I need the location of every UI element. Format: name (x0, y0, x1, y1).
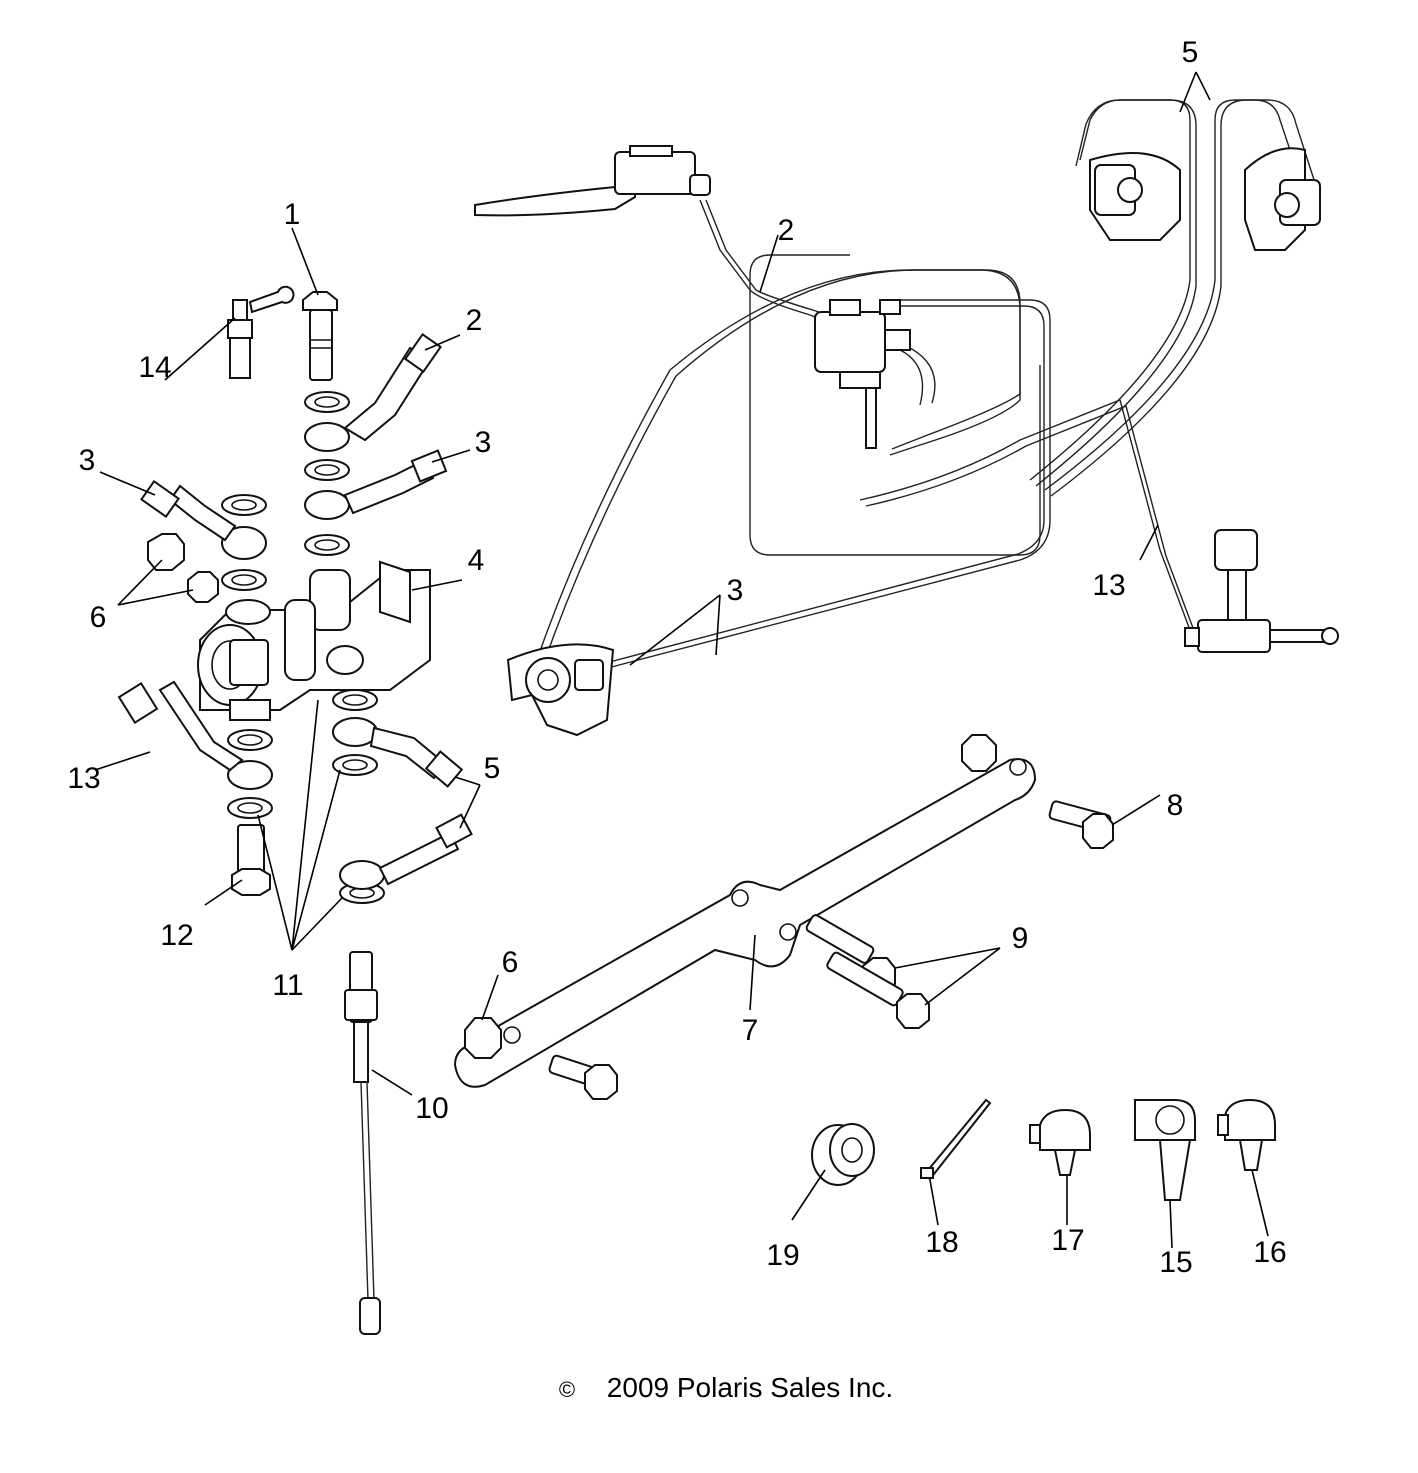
callout-16: 16 (1253, 1236, 1286, 1269)
callout-13-routing: 13 (1092, 569, 1125, 602)
clip-part-15 (1134, 1099, 1196, 1201)
callout-11: 11 (272, 969, 303, 1002)
banjo-fitting-3-right (304, 449, 448, 520)
crush-washers (221, 391, 385, 904)
brake-hose-part-10 (344, 951, 381, 1335)
callout-10: 10 (415, 1092, 448, 1125)
banjo-fitting-5-upper (332, 717, 464, 788)
banjo-fitting-2 (304, 333, 443, 452)
bolts-part-9 (805, 914, 930, 1029)
callout-19: 19 (766, 1239, 799, 1272)
banjo-fitting-3-left (140, 479, 267, 560)
master-cylinder-handlebar (474, 145, 711, 217)
callout-7: 7 (742, 1014, 759, 1047)
caliper-rear-left (1089, 151, 1181, 241)
caliper-front-left (506, 643, 615, 737)
callout-3-left: 3 (79, 444, 96, 477)
banjo-fitting-13-left (117, 680, 273, 790)
nut-top-bracket (961, 734, 997, 772)
nuts-part-6 (147, 533, 219, 603)
callout-17: 17 (1051, 1224, 1084, 1257)
proportioning-valve-center (814, 299, 911, 449)
brake-lines-routing (529, 99, 1317, 687)
callout-3-routing: 3 (727, 574, 744, 607)
banjo-bolt-part-12 (231, 824, 271, 896)
callout-5-routing: 5 (1182, 36, 1199, 69)
leader-lines (94, 71, 1269, 1249)
callout-15: 15 (1159, 1246, 1192, 1279)
caliper-rear-right (1244, 147, 1321, 251)
clip-part-17 (1029, 1108, 1091, 1176)
bolt-bracket-lower (548, 1054, 618, 1100)
callout-6: 6 (90, 601, 107, 634)
copyright-line: © 2009 Polaris Sales Inc. (559, 1372, 893, 1403)
distribution-block-part-4 (197, 560, 431, 721)
clip-part-16 (1217, 1098, 1276, 1171)
callout-8: 8 (1167, 789, 1184, 822)
callout-2-routing: 2 (778, 214, 795, 247)
copyright-text: 2009 Polaris Sales Inc. (607, 1372, 893, 1403)
callout-13: 13 (67, 762, 100, 795)
banjo-bolt-part-1 (302, 291, 338, 381)
copyright-symbol: © (559, 1377, 575, 1402)
callout-1: 1 (284, 198, 301, 231)
bolt-part-8 (1048, 800, 1114, 849)
callout-9: 9 (1012, 922, 1029, 955)
callout-12: 12 (160, 919, 193, 952)
callout-3-right: 3 (475, 426, 492, 459)
banjo-fitting-5-lower (339, 813, 473, 890)
callout-6-bracket: 6 (502, 946, 519, 979)
cable-tie-part-18 (920, 1098, 992, 1181)
master-cylinder-foot (1184, 529, 1339, 653)
callout-labels: 1 2 2 3 3 3 4 5 5 6 6 7 8 9 10 11 12 13 … (67, 36, 1286, 1279)
bracket-part-7 (453, 758, 1037, 1088)
callout-2: 2 (466, 304, 483, 337)
nut-part-6-bracket (464, 1017, 502, 1059)
callout-18: 18 (925, 1226, 958, 1259)
bleeder-valve-part-14 (227, 285, 295, 379)
callout-5: 5 (484, 752, 501, 785)
callout-14: 14 (138, 351, 171, 384)
callout-4: 4 (468, 544, 485, 577)
